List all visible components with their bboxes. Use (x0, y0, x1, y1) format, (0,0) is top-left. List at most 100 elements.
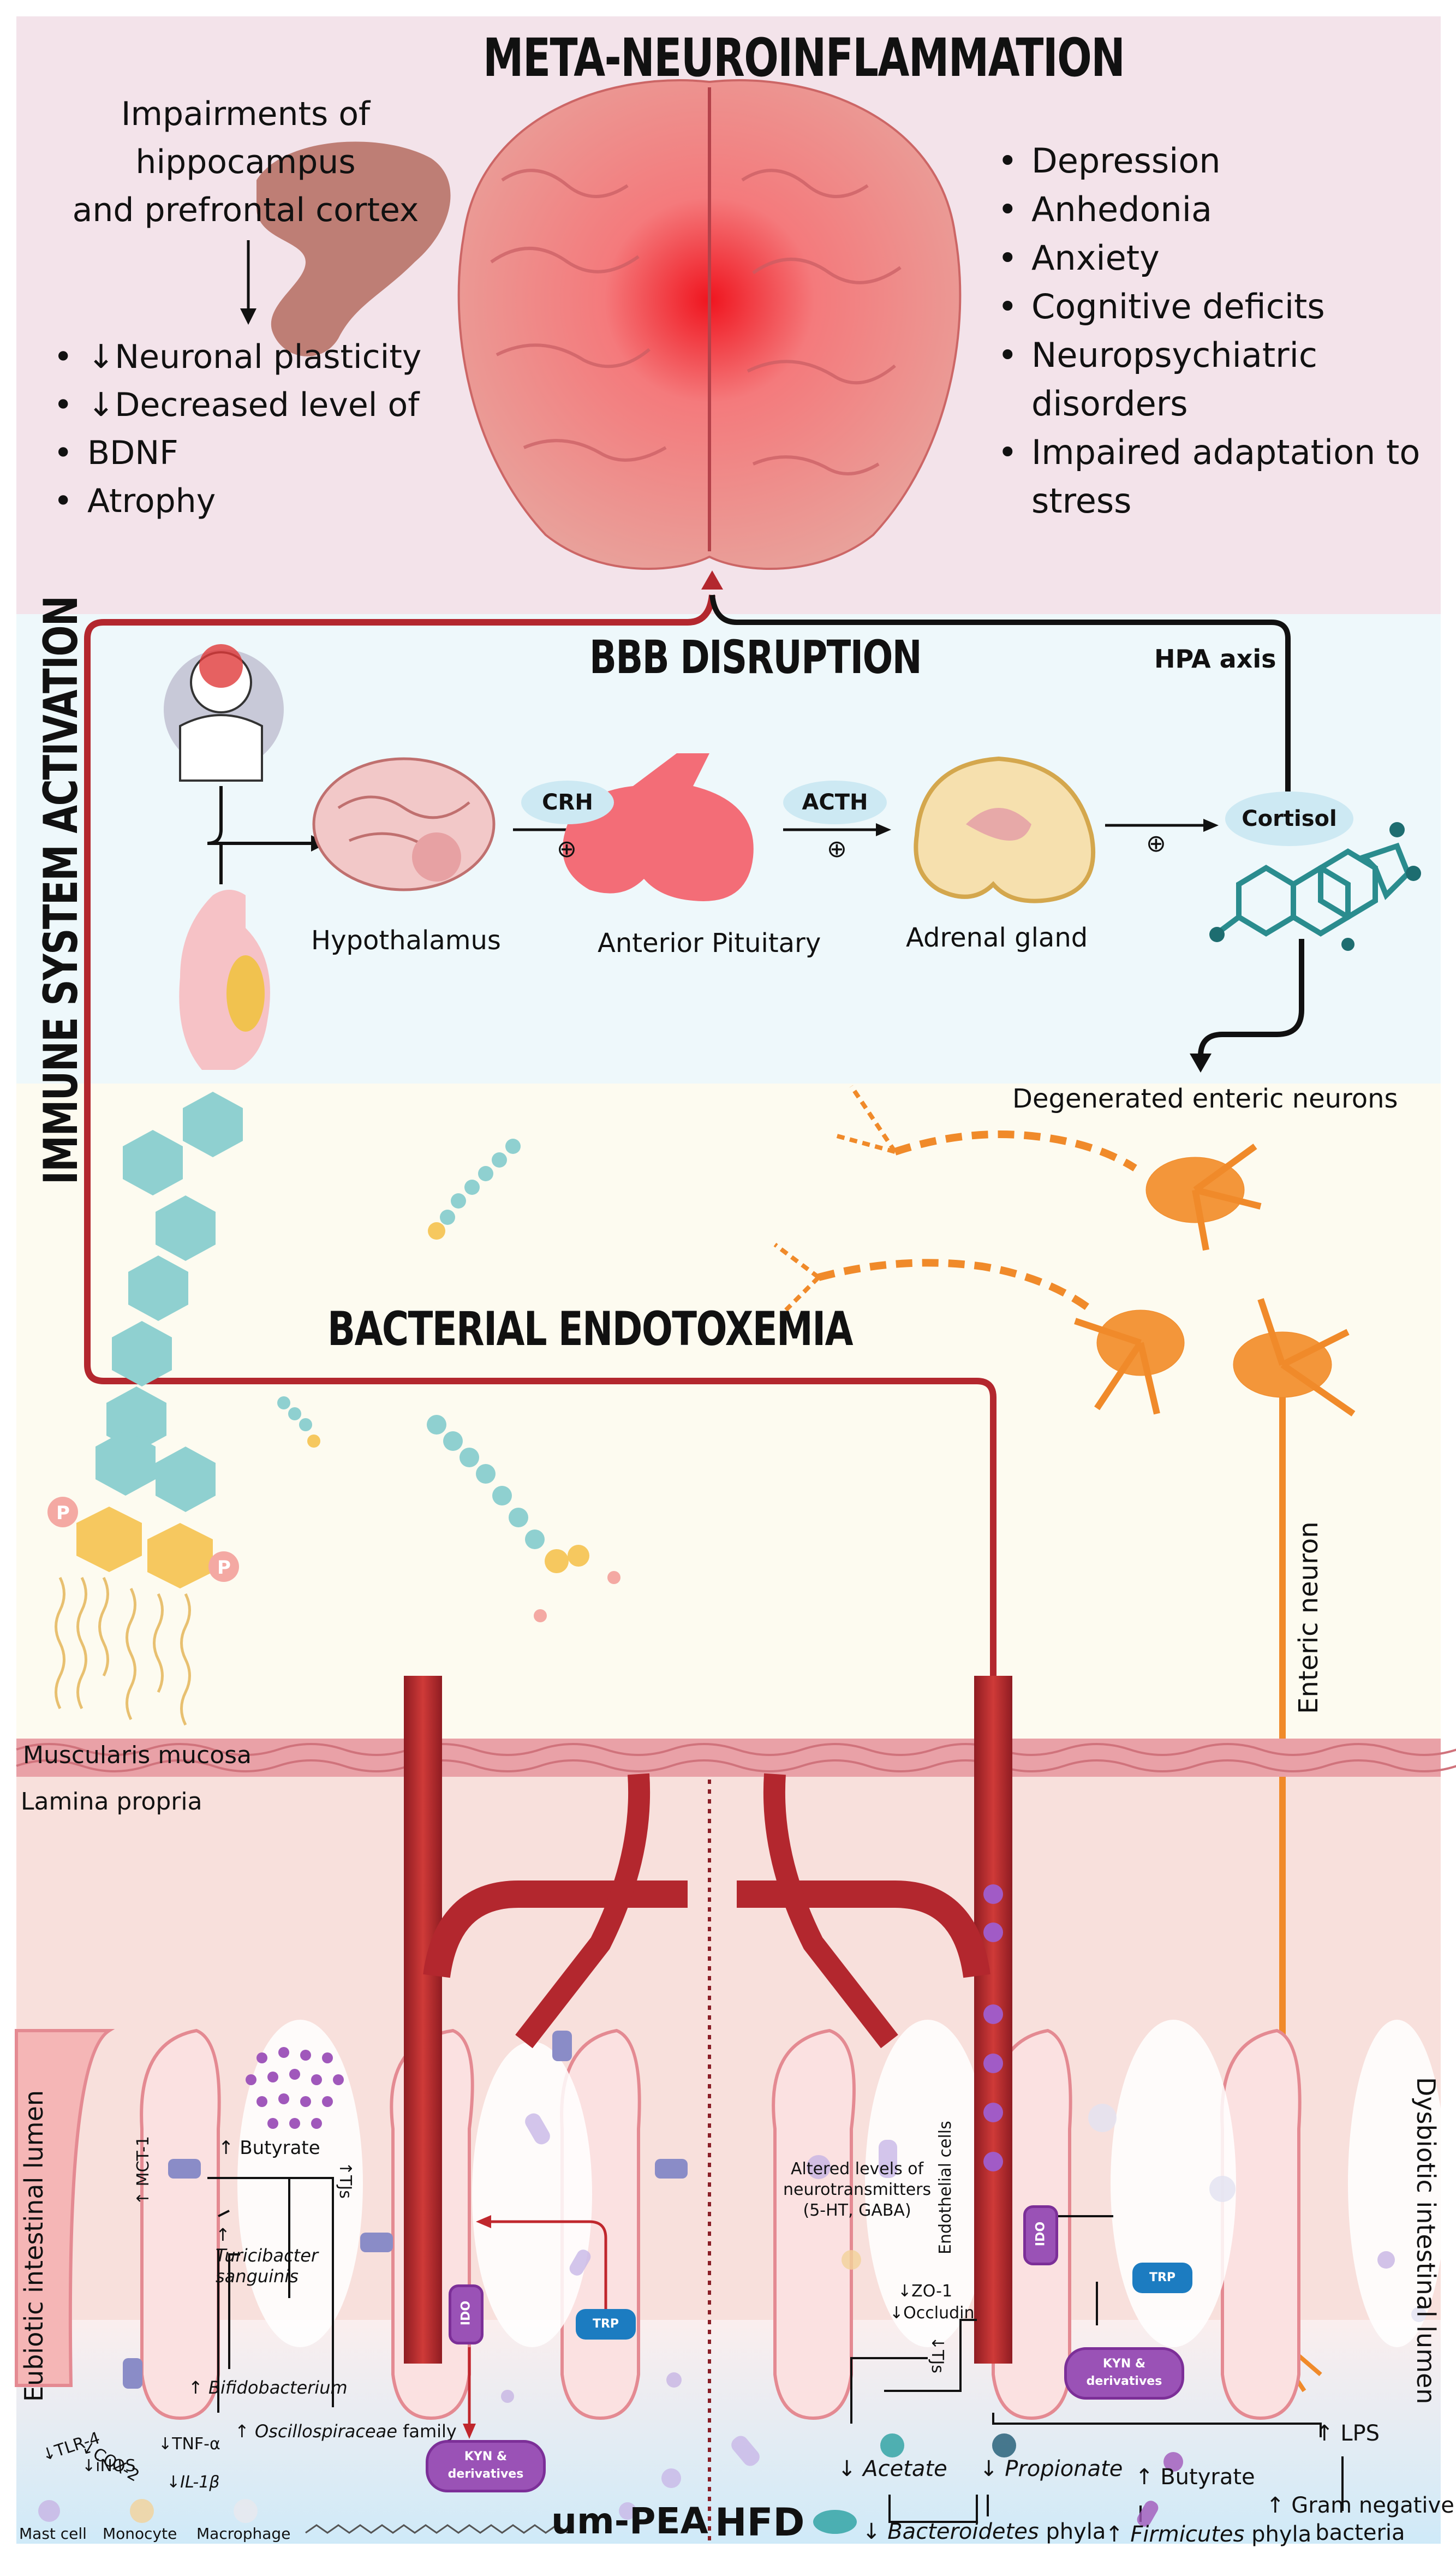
immune-activation-label: IMMUNE SYSTEM ACTIVATION (34, 596, 88, 1185)
hypothalamus-label: Hypothalamus (311, 925, 501, 956)
cortisol-pill: Cortisol (1225, 791, 1353, 846)
tnfa-label: ↓TNF-α (158, 2435, 220, 2454)
adrenal-gland-illustration (914, 756, 1096, 903)
outcome-depression: Depression (993, 136, 1420, 185)
tjs-up-label: ↑TJs (336, 2162, 355, 2199)
phosphate-label-2: P (217, 1557, 231, 1579)
degenerated-neurons-label: Degenerated enteric neurons (1012, 1084, 1398, 1114)
left-intro-line-1: Impairments of (121, 95, 371, 133)
left-effect-1: ↓Neuronal plasticity (49, 333, 421, 381)
oscillo-suffix: family (403, 2421, 457, 2442)
gram-negative-line-2: bacteria (1315, 2520, 1405, 2545)
zo1-label: ↓ZO-1 (898, 2282, 953, 2301)
tjs-down-label: ↓TJs (928, 2336, 947, 2373)
kyn-tag-left: KYN & derivatives (426, 2440, 546, 2492)
bacteria-illustrations (38, 2104, 1427, 2534)
trp-tag-left: TRP (576, 2309, 636, 2340)
neurotransmitters-line-3: (5-HT, GABA) (803, 2201, 911, 2220)
propionate-label: ↓ Propionate (980, 2456, 1123, 2481)
lps-molecule-small (428, 1139, 521, 1240)
outcome-cognitive: Cognitive deficits (993, 282, 1420, 331)
left-effect-2: ↓Decreased level of (49, 381, 421, 429)
acetate-label: ↓ Acetate (838, 2456, 947, 2481)
plus-sign-3: ⊕ (1146, 830, 1166, 858)
adrenal-label: Adrenal gland (906, 923, 1088, 953)
acth-pill: ACTH (783, 781, 887, 824)
mast-cell-label: Mast cell (19, 2525, 87, 2543)
acetate-name: Acetate (863, 2456, 947, 2481)
dysbiotic-lumen-label: Dysbiotic intestinal lumen (1411, 2077, 1441, 2405)
bacteroidetes-suffix: phyla (1046, 2519, 1106, 2544)
left-intro-line-2: hippocampus (135, 143, 356, 181)
left-effects-list: ↓Neuronal plasticity ↓Decreased level of… (49, 333, 421, 525)
stressed-person-illustration (164, 644, 284, 782)
neurotransmitters-line-1: Altered levels of (790, 2159, 924, 2179)
muscularis-label: Muscularis mucosa (23, 1741, 252, 1769)
bacteroidetes-name: Bacteroidetes (887, 2519, 1039, 2544)
plus-sign-1: ⊕ (557, 835, 577, 863)
gram-negative-label: ↑ Gram negative bacteria (1266, 2492, 1454, 2546)
lps-label: ↑ LPS (1315, 2421, 1380, 2446)
bifido-label: ↑ Bifidobacterium (188, 2377, 348, 2398)
body-silhouette (179, 890, 270, 1070)
lps-molecule-large (47, 1092, 243, 1726)
ido-tag-left: IDO (449, 2284, 484, 2344)
left-intro: Impairments of hippocampus and prefronta… (65, 90, 426, 234)
left-effect-2-cont: BDNF (87, 434, 178, 472)
turicibacter-label: ↑ Turicibacter sanguinis (216, 2224, 325, 2287)
hpa-axis-label: HPA axis (1154, 644, 1276, 674)
enteric-neuron-label: Enteric neuron (1293, 1521, 1324, 1714)
il1b-label: ↓IL-1β (166, 2473, 220, 2492)
butyrate-up-label: ↑ Butyrate (218, 2137, 320, 2159)
firmicutes-suffix: phyla (1251, 2522, 1312, 2547)
blood-vessels (404, 1676, 1012, 2364)
outcome-anxiety: Anxiety (993, 234, 1420, 282)
pituitary-illustration (563, 753, 754, 901)
ido-tag-right: IDO (1023, 2205, 1058, 2265)
bacteroidetes-label: ↓ Bacteroidetes phyla (862, 2519, 1106, 2544)
hfd-label: HFD (715, 2500, 805, 2545)
brain-illustration (457, 79, 962, 570)
hippocampus-illustration (256, 141, 451, 356)
neurons-illustration (773, 1085, 1356, 2393)
monocyte-label: Monocyte (103, 2525, 177, 2543)
mct1-label: ↑ MCT-1 (134, 2136, 153, 2205)
bifido-name: Bifidobacterium (208, 2377, 348, 2398)
outcome-adaptation-cont: stress (1031, 481, 1132, 521)
turicibacter-name: Turicibacter sanguinis (216, 2245, 319, 2287)
turicibacter-arrow: ↑ (216, 2224, 230, 2245)
cortisol-molecule (1215, 842, 1411, 937)
ido-label-right: IDO (1034, 2221, 1048, 2247)
left-effect-2b: BDNF (49, 429, 421, 477)
neurotransmitters-line-2: neurotransmitters (783, 2180, 932, 2199)
firmicutes-arrow: ↑ (1105, 2522, 1124, 2547)
left-effect-3: Atrophy (49, 477, 421, 525)
ido-label-left: IDO (459, 2300, 473, 2326)
outcome-anhedonia: Anhedonia (993, 185, 1420, 234)
eubiotic-lumen-label: Eubiotic intestinal lumen (19, 2090, 49, 2402)
oscillo-name: Oscillospiraceae (254, 2421, 397, 2442)
crh-pill: CRH (521, 781, 614, 824)
neurotransmitters-label: Altered levels of neurotransmitters (5-H… (783, 2159, 931, 2221)
firmicutes-label: ↑ Firmicutes phyla (1105, 2522, 1311, 2547)
left-intro-line-3: and prefrontal cortex (72, 191, 419, 229)
brain-section-title: META-NEUROINFLAMMATION (483, 27, 1125, 88)
propionate-arrow: ↓ (980, 2456, 998, 2481)
oscillo-label: ↑ Oscillospiraceae family (235, 2421, 457, 2442)
gram-negative-line-1: ↑ Gram negative (1266, 2493, 1454, 2518)
pituitary-label: Anterior Pituitary (598, 928, 821, 959)
inos-label: ↓iNOS (82, 2456, 136, 2475)
plus-sign-2: ⊕ (827, 835, 847, 863)
bifido-arrow: ↑ (188, 2377, 203, 2398)
hpa-section-title: BBB DISRUPTION (589, 630, 922, 684)
butyrate-right-label: ↑ Butyrate (1135, 2465, 1255, 2490)
right-outcomes-list: Depression Anhedonia Anxiety Cognitive d… (993, 136, 1420, 525)
trp-tag-right: TRP (1132, 2263, 1192, 2293)
kyn-tag-right: KYN & derivatives (1064, 2347, 1184, 2400)
hypothalamus-brain (312, 757, 496, 891)
butyrate-molecules (246, 2047, 344, 2129)
endotoxemia-title: BACTERIAL ENDOTOXEMIA (327, 1302, 854, 1356)
macrophage-label: Macrophage (196, 2525, 291, 2543)
firmicutes-name: Firmicutes (1130, 2522, 1245, 2547)
bacteroidetes-arrow: ↓ (862, 2519, 881, 2544)
